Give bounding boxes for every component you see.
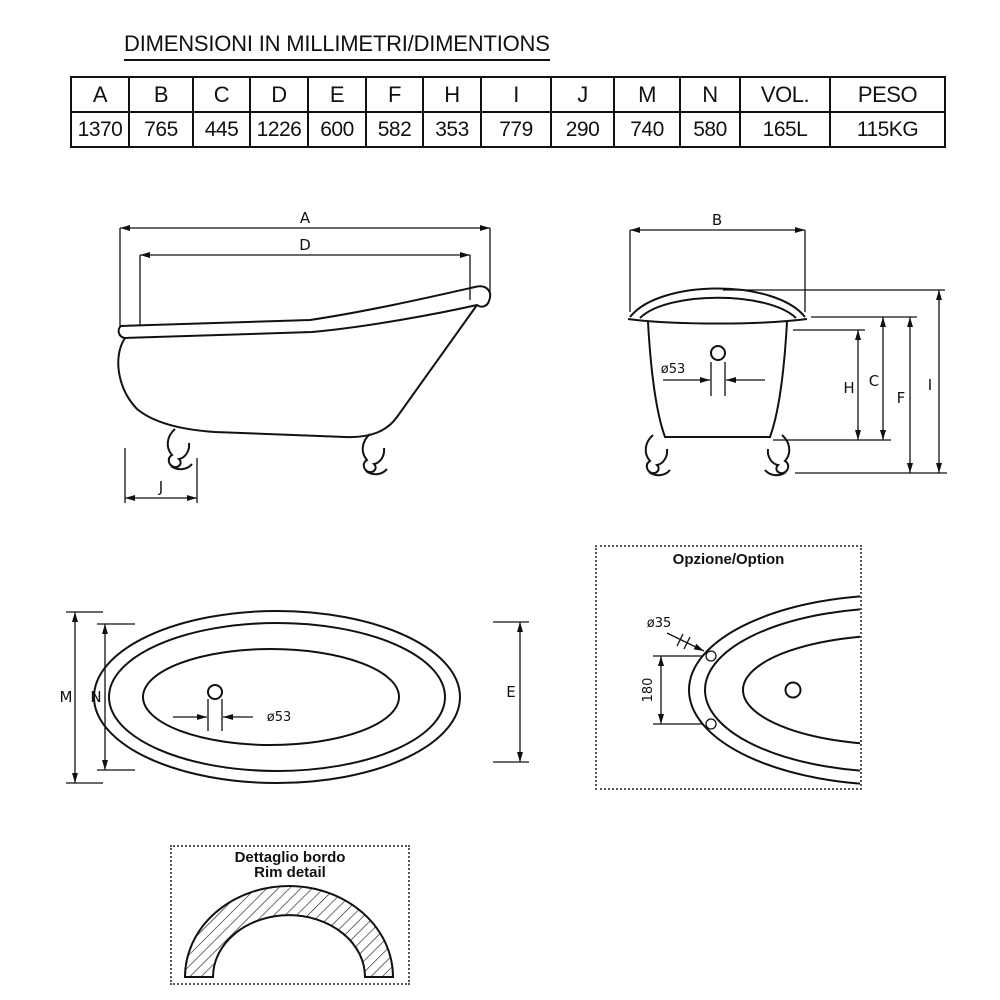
- drain-dim: ø53: [661, 362, 765, 396]
- dim-d-label: D: [299, 236, 311, 254]
- claw-foot: [764, 434, 791, 477]
- dim-b-label: B: [712, 211, 722, 229]
- value-f: 582: [365, 111, 424, 148]
- col-header-e: E: [307, 76, 367, 113]
- rim-cross-section: [183, 885, 395, 978]
- hole-spacing-label: 180: [641, 678, 656, 703]
- drain-label: ø53: [267, 710, 292, 725]
- rim-detail-title-line1: Dettaglio bordo: [234, 849, 346, 866]
- dim-hole-diameter: ø35: [647, 616, 705, 652]
- value-peso: 115KG: [829, 111, 946, 148]
- dim-e-label: E: [506, 683, 515, 701]
- col-header-h: H: [422, 76, 482, 113]
- value-n: 580: [679, 111, 741, 148]
- value-b: 765: [128, 111, 194, 148]
- col-header-b: B: [128, 76, 194, 113]
- option-panel: Opzione/Option ø35 180: [595, 545, 862, 790]
- dim-f-label: F: [897, 389, 906, 407]
- dim-a-label: A: [300, 210, 311, 227]
- dim-n: N: [90, 623, 135, 771]
- col-header-a: A: [70, 76, 130, 113]
- tub-side-outline: [117, 285, 492, 439]
- dim-j: J: [124, 448, 198, 503]
- value-j: 290: [550, 111, 615, 148]
- dim-f: F: [897, 317, 913, 473]
- page-title: DIMENSIONI IN MILLIMETRI/DIMENTIONS: [124, 31, 550, 61]
- value-a: 1370: [70, 111, 130, 148]
- option-title: Opzione/Option: [672, 551, 785, 568]
- tub-end-plan-arcs: [688, 595, 860, 785]
- col-header-c: C: [192, 76, 251, 113]
- col-header-n: N: [679, 76, 741, 113]
- tub-plan-outline: [93, 610, 461, 784]
- col-header-f: F: [365, 76, 424, 113]
- rim-detail-title: Dettaglio bordo Rim detail: [172, 850, 408, 880]
- dim-m-label: M: [60, 688, 73, 706]
- side-view-drawing: A D J: [117, 210, 492, 503]
- dim-c: C: [869, 317, 886, 440]
- dim-i: I: [928, 290, 942, 473]
- rim-detail-drawing: [183, 885, 395, 978]
- option-drawing: ø35 180: [641, 595, 860, 785]
- dim-j-label: J: [158, 478, 163, 496]
- end-view-drawing: B ø53 H C F I: [627, 211, 947, 477]
- hole-diameter-label: ø35: [647, 616, 672, 631]
- drain-circle: [710, 345, 726, 361]
- drain-circle: [207, 684, 223, 700]
- col-header-d: D: [249, 76, 309, 113]
- value-vol: 165L: [739, 111, 831, 148]
- value-e: 600: [307, 111, 367, 148]
- dim-d: D: [139, 236, 471, 326]
- claw-foot: [361, 433, 388, 476]
- tub-end-outline: [627, 287, 808, 438]
- dim-h-label: H: [843, 379, 854, 397]
- rim-detail-panel: Dettaglio bordo Rim detail: [170, 845, 410, 985]
- col-header-m: M: [613, 76, 681, 113]
- dim-n-label: N: [90, 688, 101, 706]
- faucet-hole: [705, 650, 717, 662]
- rim-detail-title-line2: Rim detail: [254, 864, 326, 881]
- claw-foot: [166, 428, 193, 471]
- dim-m: M: [60, 611, 103, 784]
- dim-b: B: [629, 211, 806, 312]
- dim-a: A: [119, 210, 491, 328]
- value-i: 779: [480, 111, 552, 148]
- col-header-vol: VOL.: [739, 76, 831, 113]
- col-header-peso: PESO: [829, 76, 946, 113]
- dim-h: H: [843, 330, 861, 440]
- height-extension-lines: [723, 289, 947, 474]
- drain-label: ø53: [661, 362, 686, 377]
- value-c: 445: [192, 111, 251, 148]
- faucet-hole: [705, 718, 717, 730]
- dim-c-label: C: [869, 372, 879, 390]
- value-h: 353: [422, 111, 482, 148]
- value-m: 740: [613, 111, 681, 148]
- value-d: 1226: [249, 111, 309, 148]
- dim-i-label: I: [928, 376, 932, 394]
- drain-circle: [784, 681, 802, 699]
- claw-foot: [644, 434, 671, 477]
- col-header-i: I: [480, 76, 552, 113]
- dim-e: E: [493, 621, 529, 763]
- col-header-j: J: [550, 76, 615, 113]
- top-view-drawing: ø53 M N E: [60, 610, 529, 784]
- dim-hole-spacing: 180: [641, 655, 703, 725]
- drain-dim: ø53: [173, 699, 291, 731]
